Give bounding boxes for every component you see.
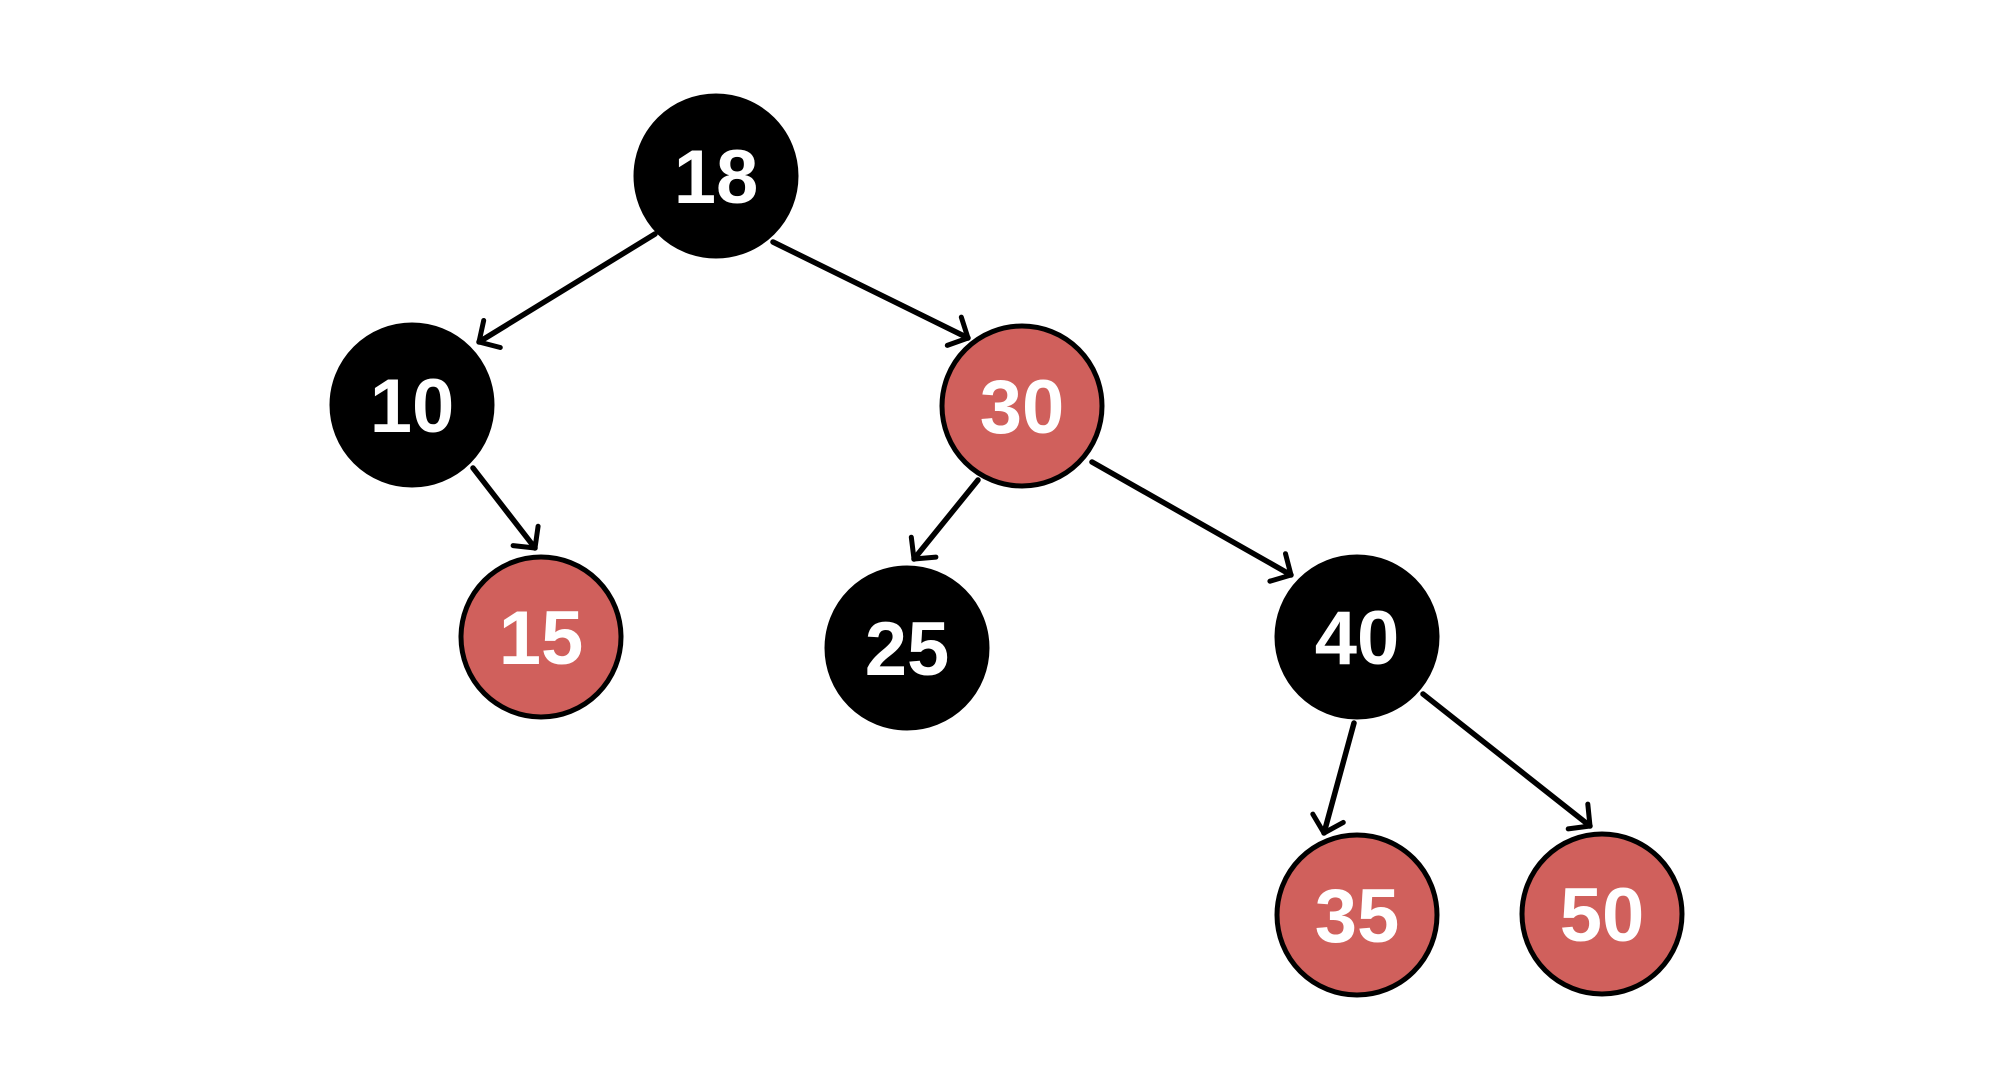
arrowhead-icon xyxy=(1310,811,1346,836)
arrowhead-icon xyxy=(476,318,503,350)
edge-shaft xyxy=(1089,459,1294,578)
edge-shaft xyxy=(911,477,981,562)
edge-shaft xyxy=(1420,691,1593,829)
edge-shaft xyxy=(476,231,658,345)
node-value-label: 18 xyxy=(674,135,759,220)
arrowhead-icon xyxy=(1565,801,1593,832)
edge-40-to-50 xyxy=(1420,691,1593,832)
nodes-layer: 18 10 30 15 25 40 35 50 xyxy=(329,93,1685,998)
node-value-label: 25 xyxy=(865,607,950,692)
arrowhead-icon xyxy=(944,314,971,348)
red-node-circle xyxy=(458,554,624,720)
edge-shaft xyxy=(470,465,538,551)
edge-shaft xyxy=(770,239,971,341)
tree-node-18: 18 xyxy=(633,93,799,259)
tree-node-40: 40 xyxy=(1274,554,1440,720)
tree-node-15: 15 xyxy=(458,554,624,720)
black-node-circle xyxy=(1274,554,1440,720)
node-value-label: 40 xyxy=(1315,596,1400,681)
arrowhead-icon xyxy=(908,534,939,562)
node-value-label: 50 xyxy=(1560,873,1645,958)
tree-node-10: 10 xyxy=(329,322,495,488)
edge-30-to-25 xyxy=(908,477,981,562)
node-value-label: 10 xyxy=(370,364,455,449)
node-value-label: 15 xyxy=(499,596,584,681)
arrowhead-icon xyxy=(510,523,541,551)
node-value-label: 30 xyxy=(980,365,1065,450)
tree-node-35: 35 xyxy=(1274,832,1440,998)
edge-shaft xyxy=(1321,720,1357,836)
tree-node-30: 30 xyxy=(939,323,1105,489)
tree-node-50: 50 xyxy=(1519,831,1685,997)
tree-node-25: 25 xyxy=(824,565,990,731)
red-node-circle xyxy=(1519,831,1685,997)
edge-18-to-10 xyxy=(476,231,658,350)
red-node-circle xyxy=(939,323,1105,489)
edge-18-to-30 xyxy=(770,239,971,348)
arrowhead-icon xyxy=(1267,551,1294,584)
node-value-label: 35 xyxy=(1315,874,1400,959)
black-node-circle xyxy=(633,93,799,259)
edge-30-to-40 xyxy=(1089,459,1294,584)
edge-10-to-15 xyxy=(470,465,541,551)
edges-layer xyxy=(470,231,1593,836)
black-node-circle xyxy=(824,565,990,731)
red-node-circle xyxy=(1274,832,1440,998)
edge-40-to-35 xyxy=(1310,720,1357,836)
black-node-circle xyxy=(329,322,495,488)
